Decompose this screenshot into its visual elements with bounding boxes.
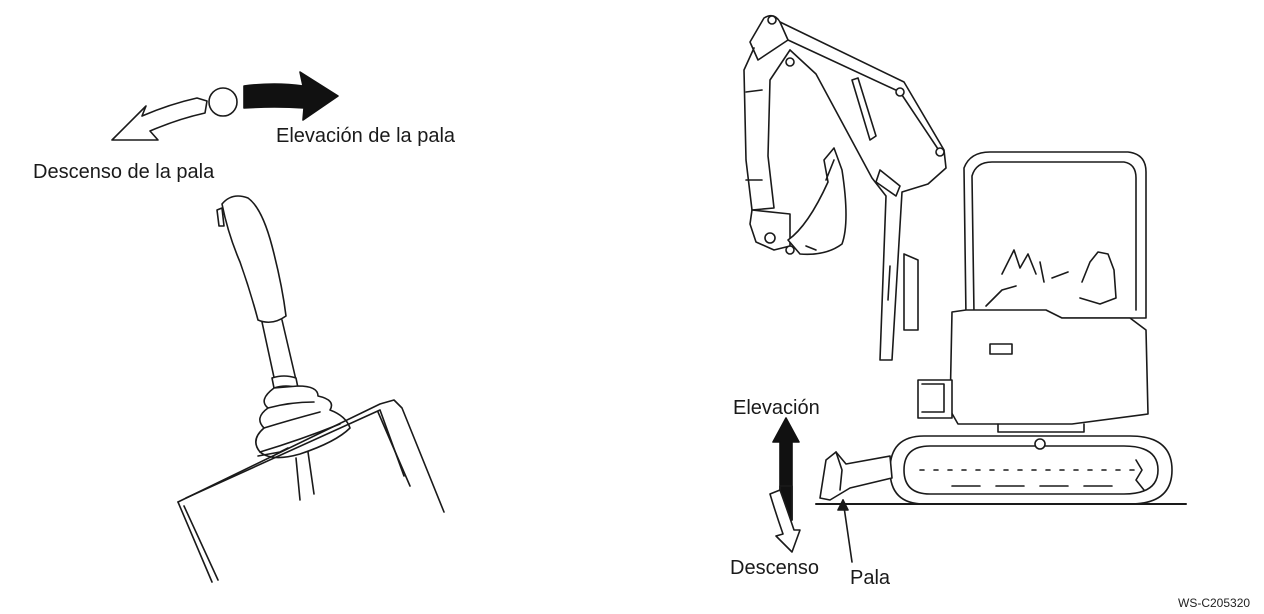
excavator-arm — [743, 14, 947, 361]
raise-direction-arrow — [243, 71, 339, 121]
neutral-position-circle — [208, 87, 238, 117]
label-lower: Descenso — [730, 557, 819, 579]
control-lever — [177, 195, 445, 583]
label-blade-lower: Descenso de la pala — [33, 161, 215, 183]
blade-up-down-arrow — [769, 417, 801, 553]
label-blade-raise: Elevación de la pala — [276, 125, 456, 147]
excavator-cab — [917, 151, 1149, 433]
lower-direction-arrow — [111, 97, 208, 141]
dozer-blade — [819, 451, 893, 501]
label-blade: Pala — [850, 567, 891, 589]
label-raise: Elevación — [733, 397, 820, 419]
blade-pointer-tip — [837, 499, 849, 511]
figure-code: WS-C205320 — [1178, 596, 1251, 610]
excavator-track — [889, 435, 1173, 505]
